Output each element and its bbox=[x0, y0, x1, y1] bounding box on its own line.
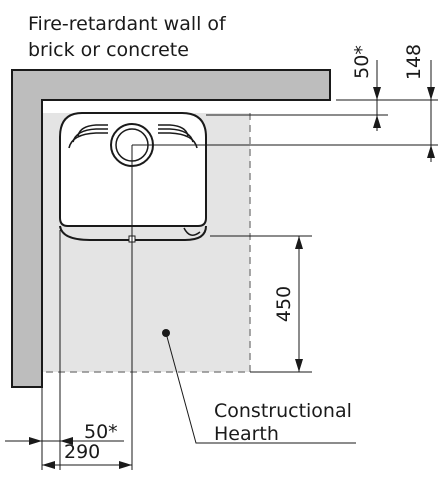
wall-label-line1: Fire-retardant wall of bbox=[28, 13, 226, 35]
stove-body bbox=[59, 112, 207, 227]
fire-retardant-wall bbox=[11, 69, 331, 388]
dim-148-arrow-down bbox=[427, 145, 435, 158]
dim-290-arrow-left bbox=[42, 461, 55, 469]
dim-label-side-center: 290 bbox=[64, 441, 101, 463]
hearth-label-line1: Constructional bbox=[214, 400, 352, 422]
dim-50-top-arrow-up bbox=[373, 87, 381, 100]
dim-label-front-clearance: 450 bbox=[273, 285, 295, 323]
dim-label-side-clearance: 50* bbox=[84, 421, 118, 443]
stove-front-rim bbox=[59, 225, 207, 241]
dim-label-top-center: 148 bbox=[403, 43, 425, 81]
dim-148-arrow-up bbox=[427, 87, 435, 100]
dim-50-top-arrow-down bbox=[373, 115, 381, 128]
dim-50-side-arrow-left bbox=[29, 437, 42, 445]
dim-label-top-clearance: 50* bbox=[351, 45, 373, 79]
stove bbox=[59, 112, 207, 243]
hearth-label-line2: Hearth bbox=[214, 423, 279, 445]
dim-290-arrow-right bbox=[119, 461, 132, 469]
vent-left-3 bbox=[68, 132, 108, 149]
dim-50-side-arrow-right bbox=[60, 437, 73, 445]
dim-450-arrow-down bbox=[295, 359, 303, 372]
hearth-leader-line bbox=[165, 332, 356, 444]
dim-450-arrow-up bbox=[295, 236, 303, 249]
stove-front-foot bbox=[183, 227, 201, 236]
wall-label-line2: brick or concrete bbox=[28, 39, 189, 61]
